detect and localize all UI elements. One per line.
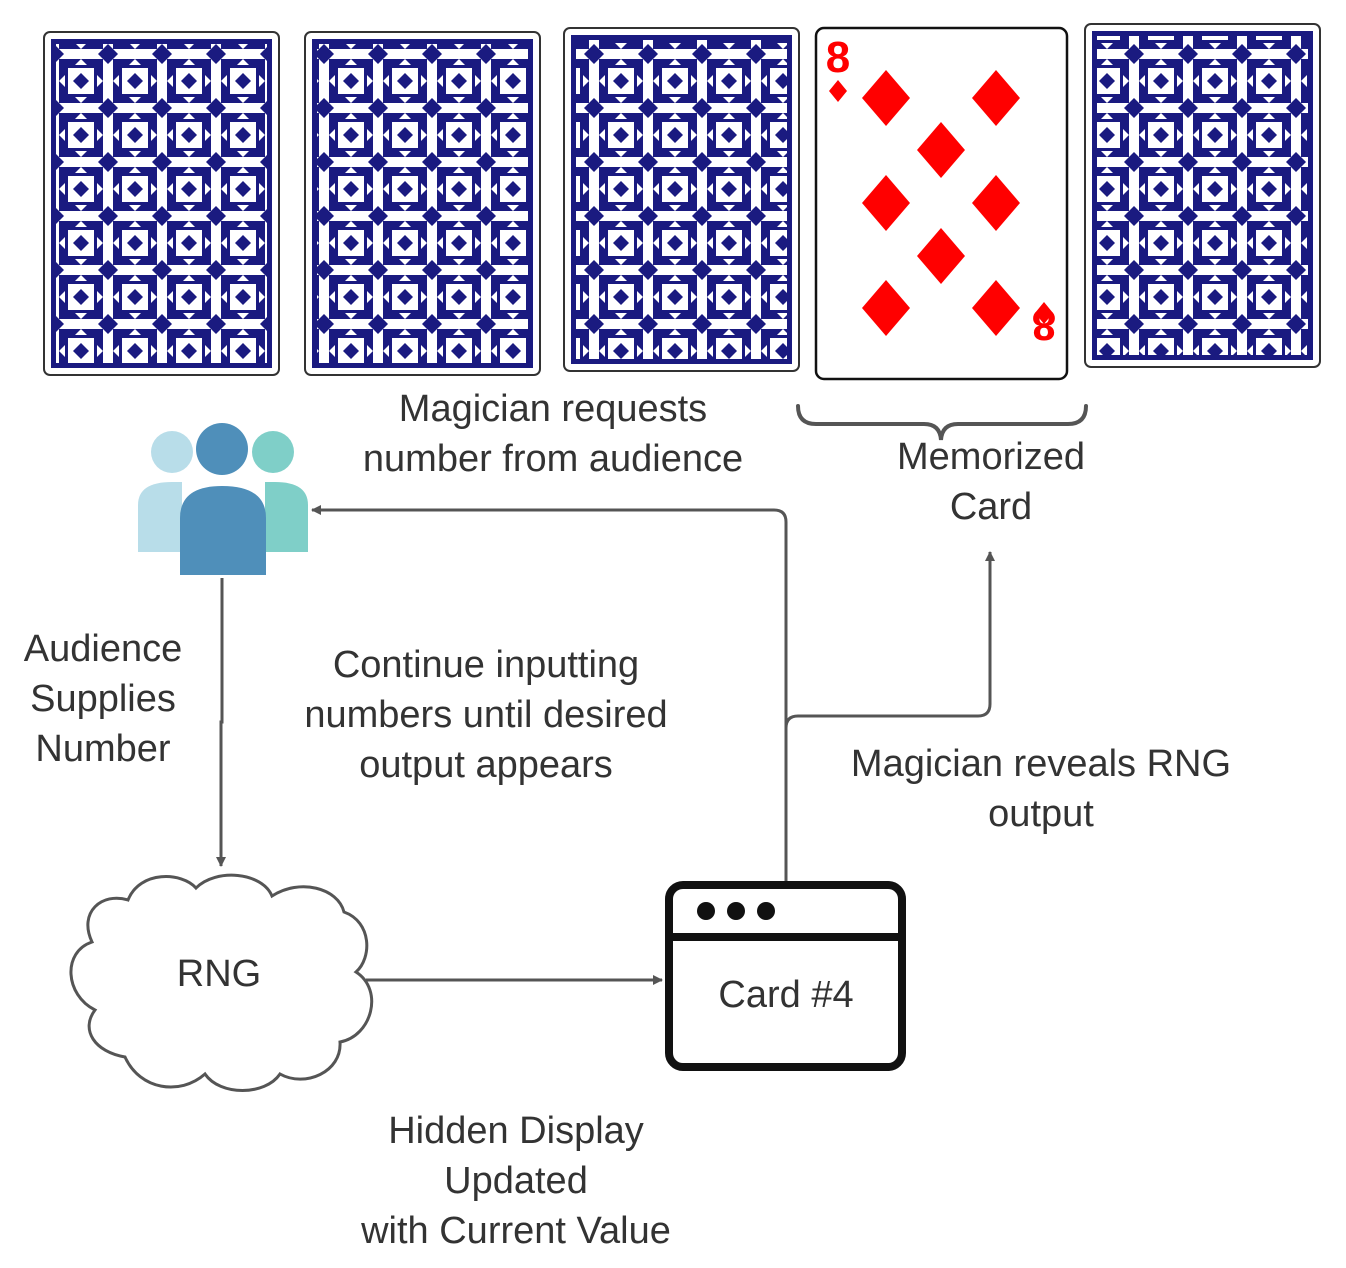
card-back-3 xyxy=(563,27,800,372)
card-back-5 xyxy=(1084,23,1321,368)
diamond-pip-icon xyxy=(972,175,1020,231)
hidden-display-window: Card #4 xyxy=(665,881,906,1071)
label-hidden: Hidden Display Updated with Current Valu… xyxy=(326,1106,706,1256)
label-hidden-line3: with Current Value xyxy=(361,1210,671,1252)
rng-label: RNG xyxy=(177,953,261,995)
window-dot-icon xyxy=(757,902,775,920)
arrow-reveal xyxy=(784,551,995,729)
label-audience-line1: Audience xyxy=(23,628,183,670)
window-dot-icon xyxy=(727,902,745,920)
memorized-brace xyxy=(796,404,1088,441)
arrow-supply xyxy=(216,578,226,867)
rank-top: 8 xyxy=(826,33,850,82)
diamond-icon xyxy=(1035,302,1053,324)
display-value: Card #4 xyxy=(718,974,853,1016)
card-back-2 xyxy=(304,31,541,376)
label-reveal-line1: Magician reveals RNG xyxy=(850,743,1232,785)
diamond-pip-icon xyxy=(862,70,910,126)
rng-cloud-shape xyxy=(69,873,374,1092)
label-hidden-line1: Hidden Display xyxy=(388,1110,644,1152)
label-memorized-line1: Memorized xyxy=(897,436,1085,478)
window-dot-icon xyxy=(697,902,715,920)
label-reveal-line2: output xyxy=(988,793,1094,835)
label-hidden-line2: Updated xyxy=(444,1160,588,1202)
label-continue-line2: numbers until desired xyxy=(304,694,668,736)
label-request: Magician requests number from audience xyxy=(318,384,788,484)
label-continue-line1: Continue inputting xyxy=(332,644,640,686)
label-audience-line3: Number xyxy=(35,728,171,770)
label-continue: Continue inputting numbers until desired… xyxy=(266,640,706,790)
label-audience: Audience Supplies Number xyxy=(4,624,202,774)
label-request-line2: number from audience xyxy=(362,438,744,480)
diamond-pip-icon xyxy=(917,228,965,284)
people-group-icon xyxy=(138,423,308,575)
label-continue-line3: output appears xyxy=(359,744,613,786)
label-memorized: Memorized Card xyxy=(860,432,1122,532)
card-eight-of-diamonds: 8 8 xyxy=(814,26,1069,381)
diamond-pip-icon xyxy=(917,122,965,178)
diamond-pip-icon xyxy=(862,175,910,231)
label-memorized-line2: Card xyxy=(949,486,1033,528)
diamond-pip-icon xyxy=(972,70,1020,126)
label-reveal: Magician reveals RNG output xyxy=(820,739,1262,839)
diamond-pip-icon xyxy=(862,280,910,336)
label-request-line1: Magician requests xyxy=(398,388,708,430)
label-audience-line2: Supplies xyxy=(30,678,176,720)
diamond-pip-icon xyxy=(972,280,1020,336)
diamond-icon xyxy=(829,80,847,102)
card-back-1 xyxy=(43,31,280,376)
arrow-request xyxy=(311,505,788,882)
